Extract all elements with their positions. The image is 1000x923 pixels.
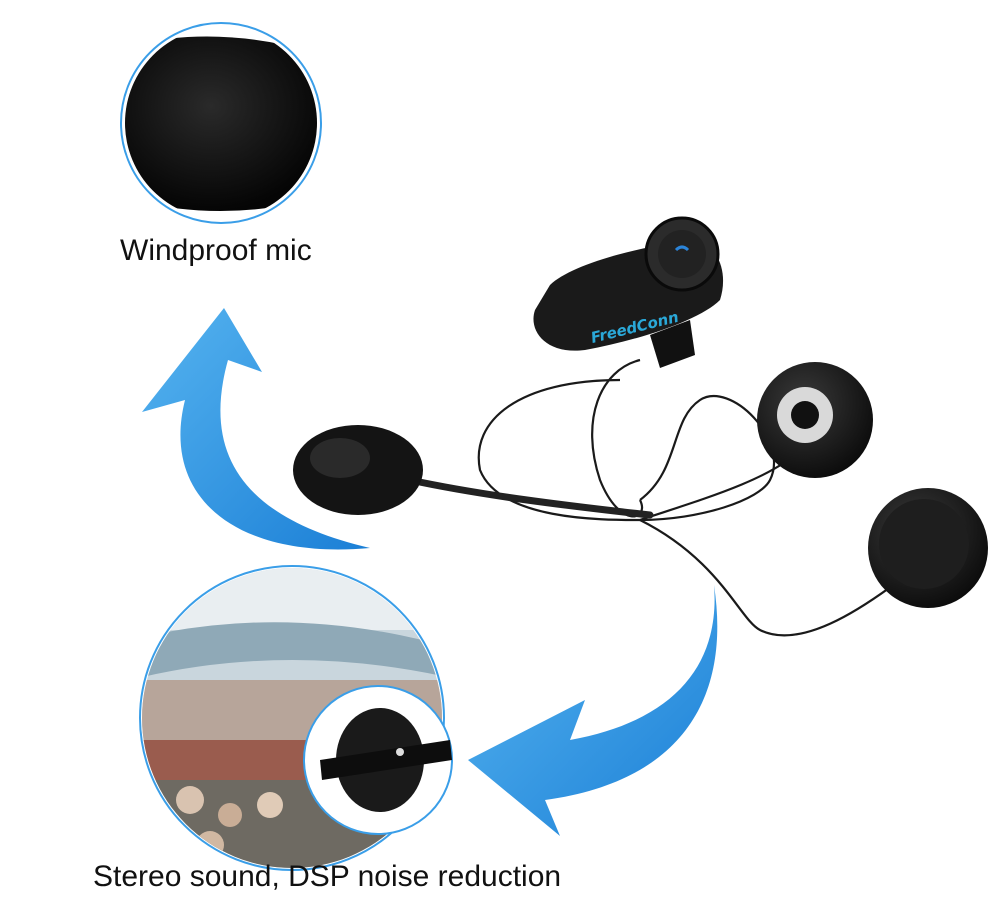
foam-closeup-circle xyxy=(120,22,322,224)
arrow-left-icon xyxy=(468,585,718,836)
speaker-right xyxy=(868,488,988,608)
boom-microphone xyxy=(293,425,654,519)
arrow-up-icon xyxy=(142,308,370,550)
caption-windproof-mic: Windproof mic xyxy=(120,234,312,267)
caption-stereo-sound: Stereo sound, DSP noise reduction xyxy=(93,860,562,893)
stadium-inset-circle xyxy=(139,565,453,871)
speaker-left xyxy=(757,362,873,478)
intercom-unit: FreedConn xyxy=(533,216,724,368)
